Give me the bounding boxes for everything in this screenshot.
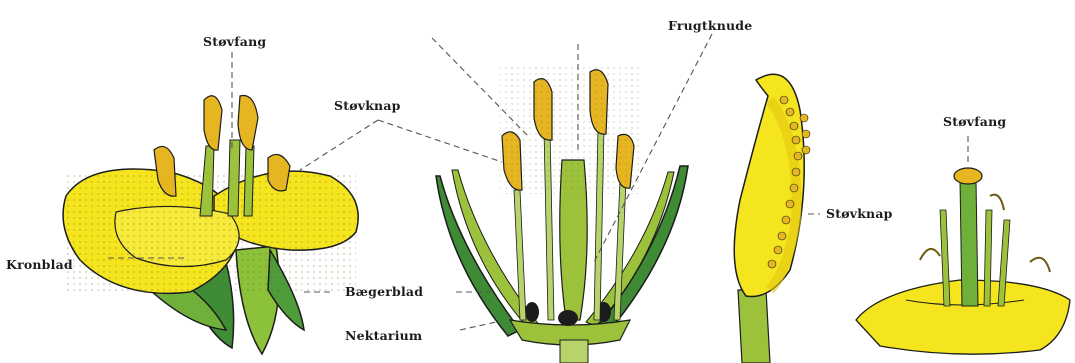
flower-1-anther [238,95,258,150]
stamen-enlarged [734,74,810,363]
label-stovknap-left: Støvknap [334,98,401,113]
flower-4-stigma [954,168,982,184]
leader-nektarium [460,322,496,330]
label-stovfang-left: Støvfang [203,34,266,49]
leader-stovknap-left-b [378,120,502,162]
label-frugtknude: Frugtknude [668,18,752,33]
label-kronblad: Kronblad [6,257,73,272]
label-stovknap-right: Støvknap [826,206,893,221]
flower-4-pistil [856,168,1070,354]
label-stovfang-right: Støvfang [943,114,1006,129]
flower-2-nectary [525,302,539,322]
flower-2-side [436,64,688,363]
flower-1-anther [268,154,290,190]
flower-2-sepal [436,176,520,336]
leader-stovknap-left-a [300,120,378,170]
label-baegerblad: Bægerblad [345,284,423,299]
flower-1-anther [204,96,222,150]
label-nektarium: Nektarium [345,328,422,343]
flower-1-open [63,95,358,354]
